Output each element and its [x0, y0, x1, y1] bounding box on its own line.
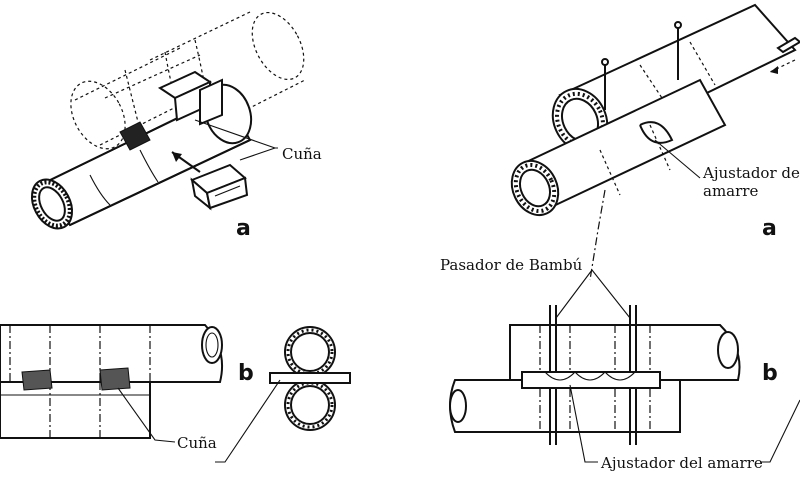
- side-wedge-leader: [117, 387, 176, 443]
- insertion-arrow: [171, 151, 201, 173]
- lashing-label-line1: Ajustador del: [703, 164, 800, 182]
- side-lashing-leader: [569, 384, 598, 463]
- wedge-block-1: [21, 369, 53, 391]
- lashed-side-sub-b: b: [762, 361, 778, 386]
- lashed-joint-perspective: [510, 3, 800, 281]
- pin-label: Pasador de Bambú: [440, 256, 583, 274]
- wedge-label-perspective: Cuña: [282, 145, 322, 163]
- wedge-side-sub-b: b: [238, 361, 254, 386]
- wedge-block-2: [99, 367, 131, 391]
- lower-pipe: [30, 83, 253, 230]
- wedge-joint-perspective: [30, 11, 306, 230]
- pin-arrow: [769, 36, 800, 74]
- loose-wedge: [190, 163, 249, 211]
- bamboo-pins: [601, 21, 682, 110]
- lashing-leader: [654, 139, 701, 179]
- wedge-joint-side: [0, 324, 224, 443]
- wedge-label-side: Cuña: [177, 434, 217, 452]
- lashed-joint-side: [449, 269, 800, 463]
- pin-label-leaders: [555, 269, 631, 319]
- wedge-slot: [119, 70, 223, 151]
- lower-pipe-right: [510, 78, 727, 217]
- pin-guide-line: [589, 189, 606, 281]
- lashing-label-line2: amarre: [703, 182, 759, 200]
- lashing-coil: [639, 121, 674, 144]
- wedge-cross-section: [215, 326, 351, 463]
- wedge-leader: [194, 119, 278, 161]
- wedge-perspective-sub-a: a: [236, 216, 251, 241]
- lashed-perspective-sub-a: a: [762, 216, 777, 241]
- side-lashing-label: Ajustador del amarre: [601, 454, 763, 472]
